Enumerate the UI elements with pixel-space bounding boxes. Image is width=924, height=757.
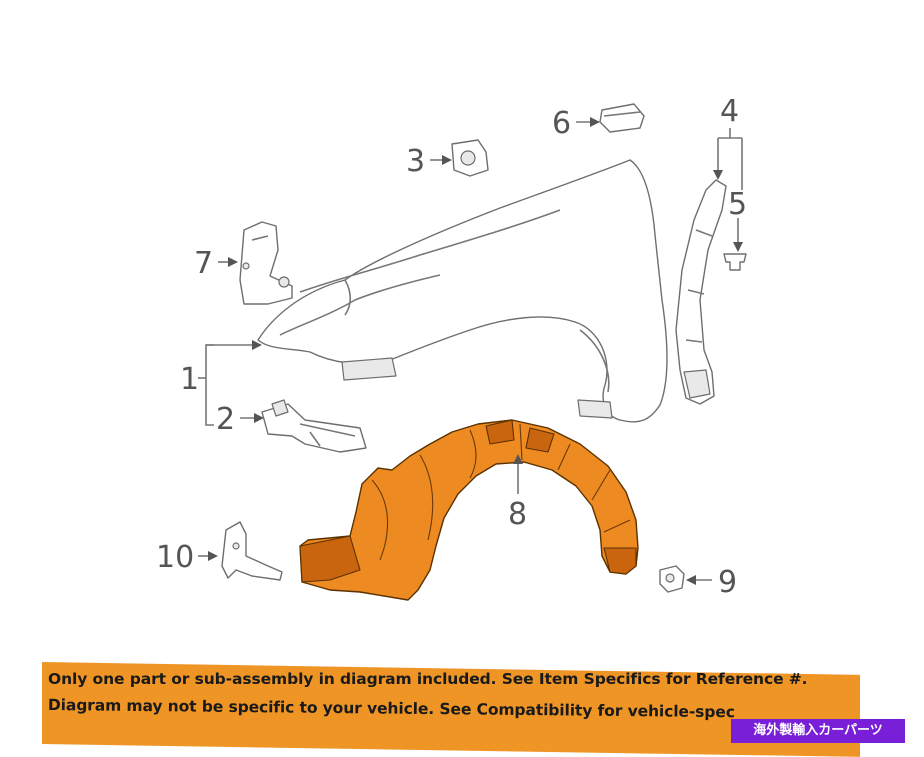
disclaimer-banner: Only one part or sub-assembly in diagram… (42, 662, 860, 757)
callout-8: 8 (508, 497, 527, 532)
mount-bracket-part (239, 221, 293, 305)
push-pin-part (723, 253, 747, 271)
callout-2: 2 (216, 402, 235, 437)
cap-part (599, 103, 645, 133)
clip-part (451, 139, 489, 177)
callout-9: 9 (718, 565, 737, 600)
callout-4: 4 (720, 94, 739, 129)
small-bracket-part (221, 521, 283, 581)
callout-10: 10 (156, 540, 194, 575)
leader-lines (198, 117, 743, 585)
store-badge: 海外製輸入カーパーツ (731, 719, 905, 743)
screw-part (659, 565, 685, 593)
disclaimer-line-1: Only one part or sub-assembly in diagram… (48, 670, 808, 688)
callout-5: 5 (728, 187, 747, 222)
bracket-part (261, 399, 367, 453)
fender-part (257, 159, 668, 423)
callout-1: 1 (180, 362, 199, 397)
fender-liner-part (299, 419, 639, 601)
callout-7: 7 (194, 246, 213, 281)
vertical-bracket-part (675, 179, 727, 405)
callout-6: 6 (552, 106, 571, 141)
callout-3: 3 (406, 144, 425, 179)
